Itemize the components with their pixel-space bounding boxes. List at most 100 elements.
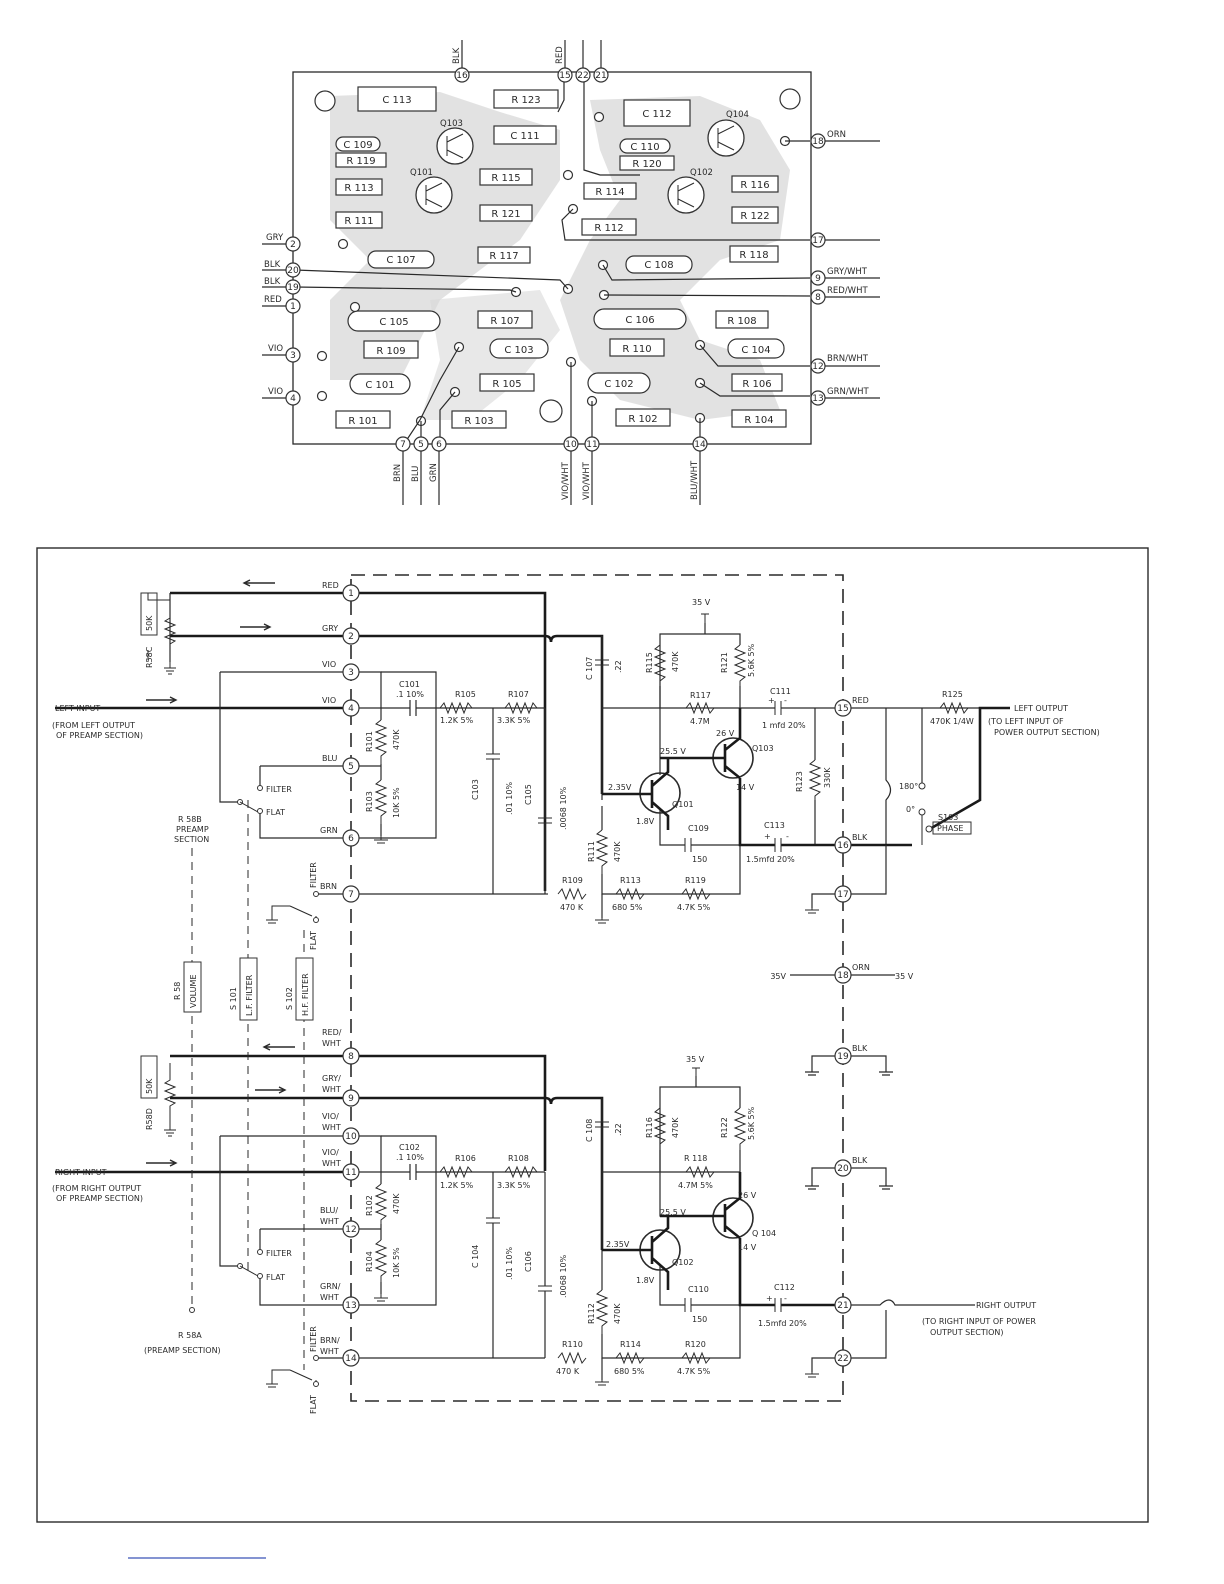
- board-r118: R 118: [739, 250, 768, 261]
- c112-plus: +: [766, 1294, 773, 1303]
- schematic-terminals: 1 2 3 4 5 6 7 8 9 10 11 12 13 14 15 16 1…: [342, 584, 852, 1367]
- board-r108: R 108: [727, 316, 756, 327]
- board-c108: C 108: [644, 260, 673, 271]
- r122-label: R122: [720, 1117, 729, 1138]
- board-c103: C 103: [504, 345, 533, 356]
- schematic-wire-labels: RED GRY VIO VIO BLU GRN BRN RED/ WHT GRY…: [320, 581, 870, 1356]
- signal-arrows: [146, 579, 295, 1167]
- r115-label: R115: [645, 652, 654, 673]
- board-c102: C 102: [604, 379, 633, 390]
- r101-value: 470K: [392, 729, 401, 750]
- board-r102: R 102: [628, 414, 657, 425]
- board-terminal-14: 14: [694, 440, 706, 450]
- r103-label: R103: [365, 791, 374, 812]
- r107-label: R107: [508, 690, 529, 699]
- board-r115: R 115: [491, 173, 520, 184]
- r105-label: R105: [455, 690, 476, 699]
- board-terminal-13: 13: [812, 394, 823, 404]
- c102-label: C102: [399, 1143, 420, 1152]
- board-r111: R 111: [344, 216, 373, 227]
- io-labels: LEFT INPUT (FROM LEFT OUTPUT OF PREAMP S…: [52, 704, 1100, 1355]
- flat-label-right: FLAT: [266, 1273, 285, 1282]
- terminal-1: 1: [348, 589, 354, 599]
- supply-35v-label-18-right: 35 V: [895, 972, 914, 981]
- sch-wire-orn-18: ORN: [852, 963, 870, 972]
- terminal-2: 2: [348, 632, 354, 642]
- circuit-board-layout: C 113 R 123 C 112 C 111 C 109 R 119 C 11…: [262, 40, 880, 505]
- c106-label: C106: [524, 1251, 533, 1272]
- board-terminal-9: 9: [815, 274, 821, 284]
- c111-value: 1 mfd 20%: [762, 721, 806, 730]
- board-q101-label: Q101: [410, 168, 433, 178]
- flat-label-hf-left: FLAT: [309, 931, 318, 950]
- sch-wire-brn: BRN: [320, 882, 337, 891]
- c102-value: .1 10%: [396, 1153, 424, 1162]
- board-r104: R 104: [744, 415, 773, 426]
- terminal-10: 10: [345, 1132, 357, 1142]
- ground-icon: [374, 1294, 388, 1302]
- resistor-r123: [808, 759, 822, 800]
- board-terminal-12: 12: [812, 362, 823, 372]
- resistor-r109: [557, 887, 587, 901]
- board-terminal-6: 6: [436, 440, 442, 450]
- wire-label-blu-wht: BLU/WHT: [690, 460, 700, 500]
- resistor-r125: [939, 701, 969, 715]
- c108-value: .22: [614, 1123, 623, 1136]
- c112-value: 1.5mfd 20%: [758, 1319, 807, 1328]
- c111-minus: -: [784, 696, 787, 705]
- r104-value: 10K 5%: [392, 1247, 401, 1278]
- terminal-5: 5: [348, 762, 354, 772]
- board-r123: R 123: [511, 95, 540, 106]
- sch-wire-grn-wht-2: WHT: [320, 1293, 339, 1302]
- volt-25-5-right: 25.5 V: [660, 1208, 686, 1217]
- left-output-label: LEFT OUTPUT: [1014, 704, 1068, 713]
- wire-label-gry: GRY: [266, 233, 284, 243]
- r118-value: 4.7M 5%: [678, 1181, 713, 1190]
- r101-label: R101: [365, 731, 374, 752]
- c106-value: .0068 10%: [559, 1254, 568, 1298]
- board-c106: C 106: [625, 315, 654, 326]
- c109-value: 150: [692, 855, 707, 864]
- resistor-r111: [595, 829, 609, 874]
- q102-label: Q102: [672, 1258, 694, 1267]
- wire-label-vio-wht-11: VIO/WHT: [582, 461, 592, 500]
- sch-wire-vio-wht10-1: VIO/: [322, 1112, 339, 1121]
- board-terminal-5: 5: [418, 440, 424, 450]
- terminal-20: 20: [837, 1164, 849, 1174]
- schematic-frame: [36, 547, 1149, 1523]
- board-terminal-21: 21: [595, 71, 606, 81]
- right-output-label: RIGHT OUTPUT: [976, 1301, 1036, 1310]
- board-c110: C 110: [630, 142, 659, 153]
- filter-label-hf-right: FILTER: [309, 1326, 318, 1352]
- supply-35v-right: [692, 1067, 700, 1076]
- r58c-value: 50K: [145, 615, 154, 631]
- copper-trace-area: [330, 92, 560, 380]
- sch-wire-vio-wht10-2: WHT: [322, 1123, 341, 1132]
- r58c-label: R58C: [145, 646, 154, 668]
- board-transistor-q104: [707, 119, 745, 157]
- board-terminal-1: 1: [290, 302, 296, 312]
- volt-1-8-right: 1.8V: [636, 1276, 655, 1285]
- r109-label: R109: [562, 876, 583, 885]
- r106-value: 1.2K 5%: [440, 1181, 474, 1190]
- capacitor-c111: [774, 701, 782, 715]
- terminal-21: 21: [837, 1301, 848, 1311]
- c112-label: C112: [774, 1283, 795, 1292]
- r58a-label-1: R 58A: [178, 1331, 202, 1340]
- c110-label: C110: [688, 1285, 709, 1294]
- r108-value: 3.3K 5%: [497, 1181, 531, 1190]
- mounting-hole: [539, 399, 563, 423]
- resistor-r121: [733, 644, 747, 686]
- wire-label-grn-wht: GRN/WHT: [827, 387, 870, 397]
- c103-value: .01 10%: [505, 782, 514, 815]
- ground-icon: [164, 662, 176, 675]
- board-transistor-q101: [415, 176, 453, 214]
- resistor-r58d: [163, 1063, 177, 1126]
- wire-label-brn-wht: BRN/WHT: [827, 354, 869, 364]
- wire-label-vio4: VIO: [268, 387, 283, 397]
- flat-label-left: FLAT: [266, 808, 285, 817]
- filter-label-hf-left: FILTER: [309, 862, 318, 888]
- terminal-8: 8: [348, 1052, 354, 1062]
- capacitor-c103: [486, 753, 500, 760]
- board-terminal-2: 2: [290, 240, 296, 250]
